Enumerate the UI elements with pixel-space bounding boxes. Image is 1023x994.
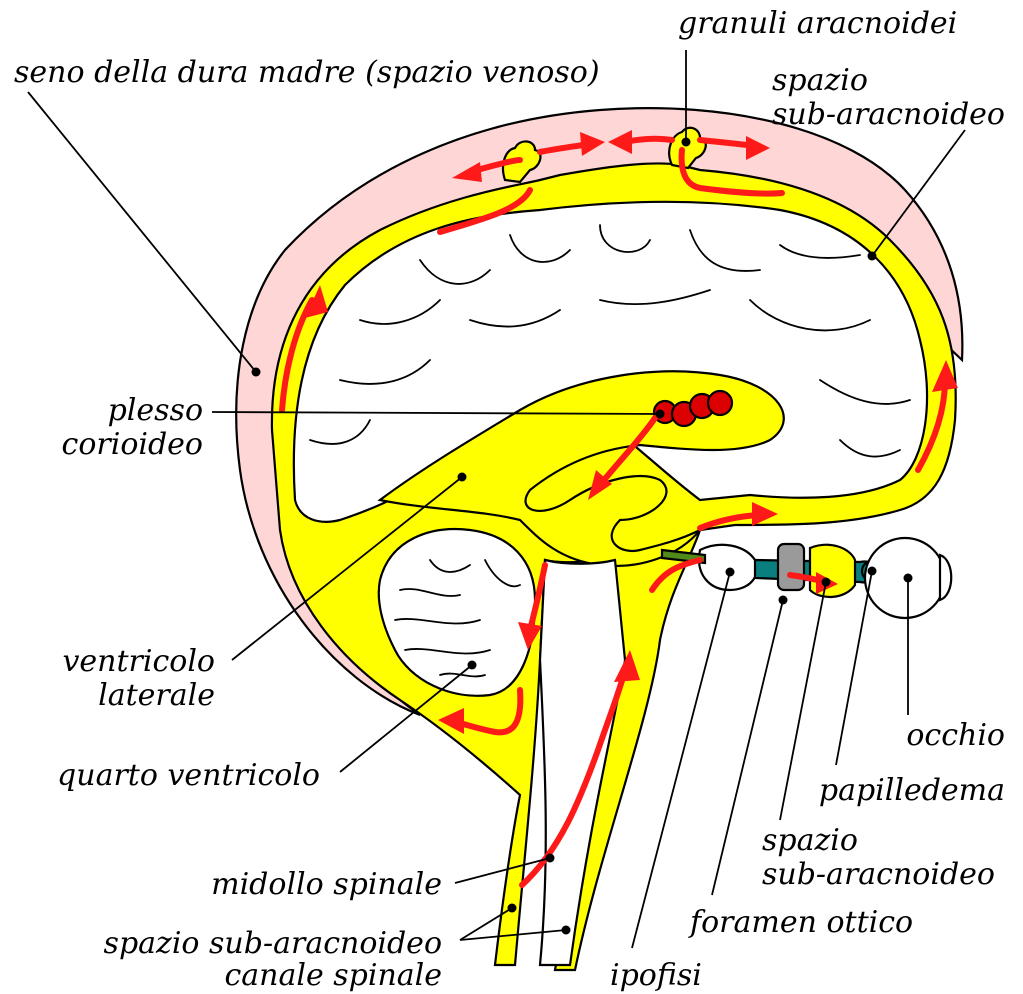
label-ventricolo-line1: ventricolo [62,644,215,679]
label-plesso-line1: plesso [108,393,203,428]
label-spazio-top-line1: spazio [772,63,868,98]
label-ventricolo-line2: laterale [98,678,215,713]
pituitary-gland [699,545,757,590]
label-quarto-ventricolo: quarto ventricolo [57,758,320,793]
eye-cornea [940,555,951,600]
label-sub-spinale-line2: canale spinale [224,958,442,993]
label-plesso-line2: corioideo [62,427,203,462]
label-spazio-eye-line2: sub-aracnoideo [762,857,995,892]
label-papilledema: papilledema [819,773,1005,808]
label-foramen-ottico: foramen ottico [688,905,913,940]
label-sub-spinale-line1: spazio sub-aracnoideo [104,926,442,961]
label-ipofisi: ipofisi [610,958,702,993]
optic-foramen-ring [778,544,804,590]
label-seno-dura-madre: seno della dura madre (spazio venoso) [14,55,600,90]
label-midollo-spinale: midollo spinale [211,867,442,902]
label-occhio: occhio [906,718,1005,753]
label-spazio-eye-line1: spazio [762,823,858,858]
label-granuli-aracnoidei: granuli aracnoidei [678,6,957,41]
label-spazio-top-line2: sub-aracnoideo [772,97,1005,132]
